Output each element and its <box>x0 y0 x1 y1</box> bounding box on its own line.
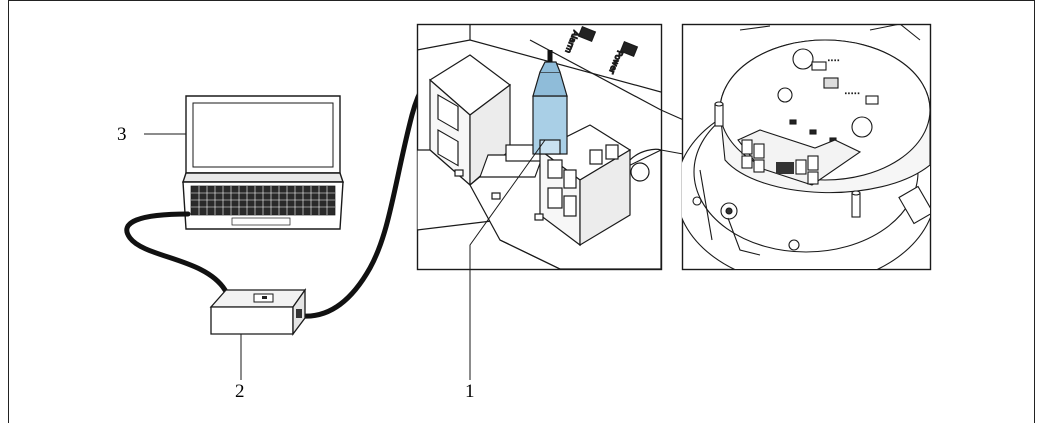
callout-3: 3 <box>117 124 127 145</box>
laptop-icon <box>183 96 343 229</box>
detail-panel-housing: · · · · · · · · · <box>676 24 936 285</box>
usb-interface-icon <box>211 290 305 334</box>
detail-panel-terminal: Alarm Power <box>417 24 662 270</box>
svg-text:· · · ·: · · · · <box>828 58 840 64</box>
callout-2: 2 <box>235 381 245 402</box>
callout-1: 1 <box>465 381 475 402</box>
svg-text:· · · · ·: · · · · · <box>845 91 860 97</box>
